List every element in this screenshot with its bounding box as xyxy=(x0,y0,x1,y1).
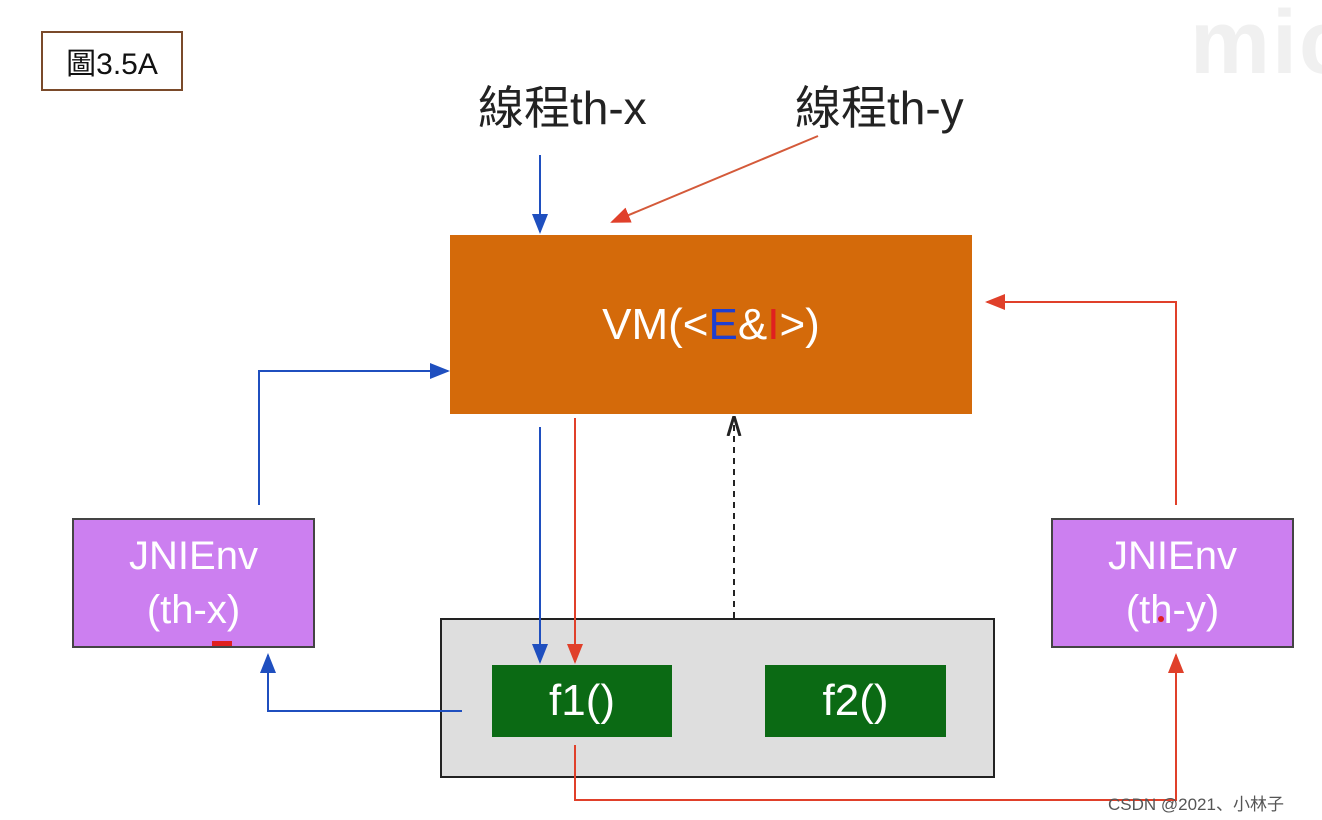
jnienv-y-line2: (th-y) xyxy=(1125,588,1220,632)
function-f2: f2() xyxy=(765,665,946,737)
arrow-native-to-jnienv-x xyxy=(260,653,462,712)
figure-label: 圖3.5A xyxy=(41,31,183,91)
red-underline-mark xyxy=(212,641,232,646)
jnienv-y-line1: JNIEnv xyxy=(1108,534,1237,578)
jnienv-x-line1: JNIEnv xyxy=(129,534,258,578)
watermark: mic xyxy=(1190,0,1322,93)
vm-amp: & xyxy=(737,299,768,349)
jnienv-x-line2: (th-x) xyxy=(146,588,241,632)
arrow-thread-y-to-vm xyxy=(610,135,819,223)
vm-suffix: >) xyxy=(779,299,820,349)
arrow-jnienv-y-to-vm xyxy=(985,294,1177,505)
vm-e: E xyxy=(708,299,738,349)
vm-box: VM(<E&I>) xyxy=(450,235,972,414)
vm-i: I xyxy=(767,299,780,349)
credit-text: CSDN @2021、小林子 xyxy=(1108,795,1284,814)
arrow-f1-to-jnienv-y xyxy=(574,653,1184,801)
vm-prefix: VM(< xyxy=(602,299,709,349)
arrow-jnienv-x-to-vm xyxy=(258,363,450,505)
jnienv-thread-x: JNIEnv (th-x) xyxy=(72,518,315,648)
cursor-dot xyxy=(1158,616,1164,622)
thread-x-label: 線程th-x xyxy=(478,82,647,134)
jnienv-thread-y: JNIEnv (th-y) xyxy=(1051,518,1294,648)
function-f1: f1() xyxy=(492,665,672,737)
thread-y-label: 線程th-y xyxy=(795,82,964,134)
